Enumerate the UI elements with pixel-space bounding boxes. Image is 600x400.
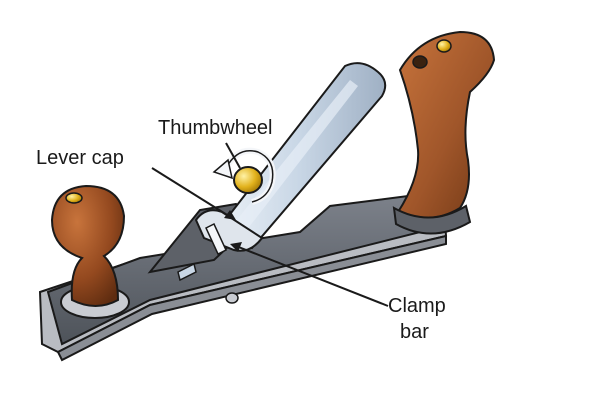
clamp-bar <box>205 222 227 256</box>
leader-line-thumbwheel <box>225 142 241 169</box>
rear-handle <box>396 30 496 220</box>
knob-screw <box>65 192 83 204</box>
label-clamp-bar-line2: bar <box>400 321 429 343</box>
label-thumbwheel: Thumbwheel <box>158 117 273 139</box>
front-knob <box>50 184 126 307</box>
thumbwheel-knob <box>233 166 263 194</box>
label-clamp-bar-line1: Clamp <box>388 295 446 317</box>
leader-line-clamp-bar <box>235 245 389 307</box>
label-lever-cap: Lever cap <box>36 147 124 169</box>
leader-line-lever-cap <box>151 167 233 219</box>
